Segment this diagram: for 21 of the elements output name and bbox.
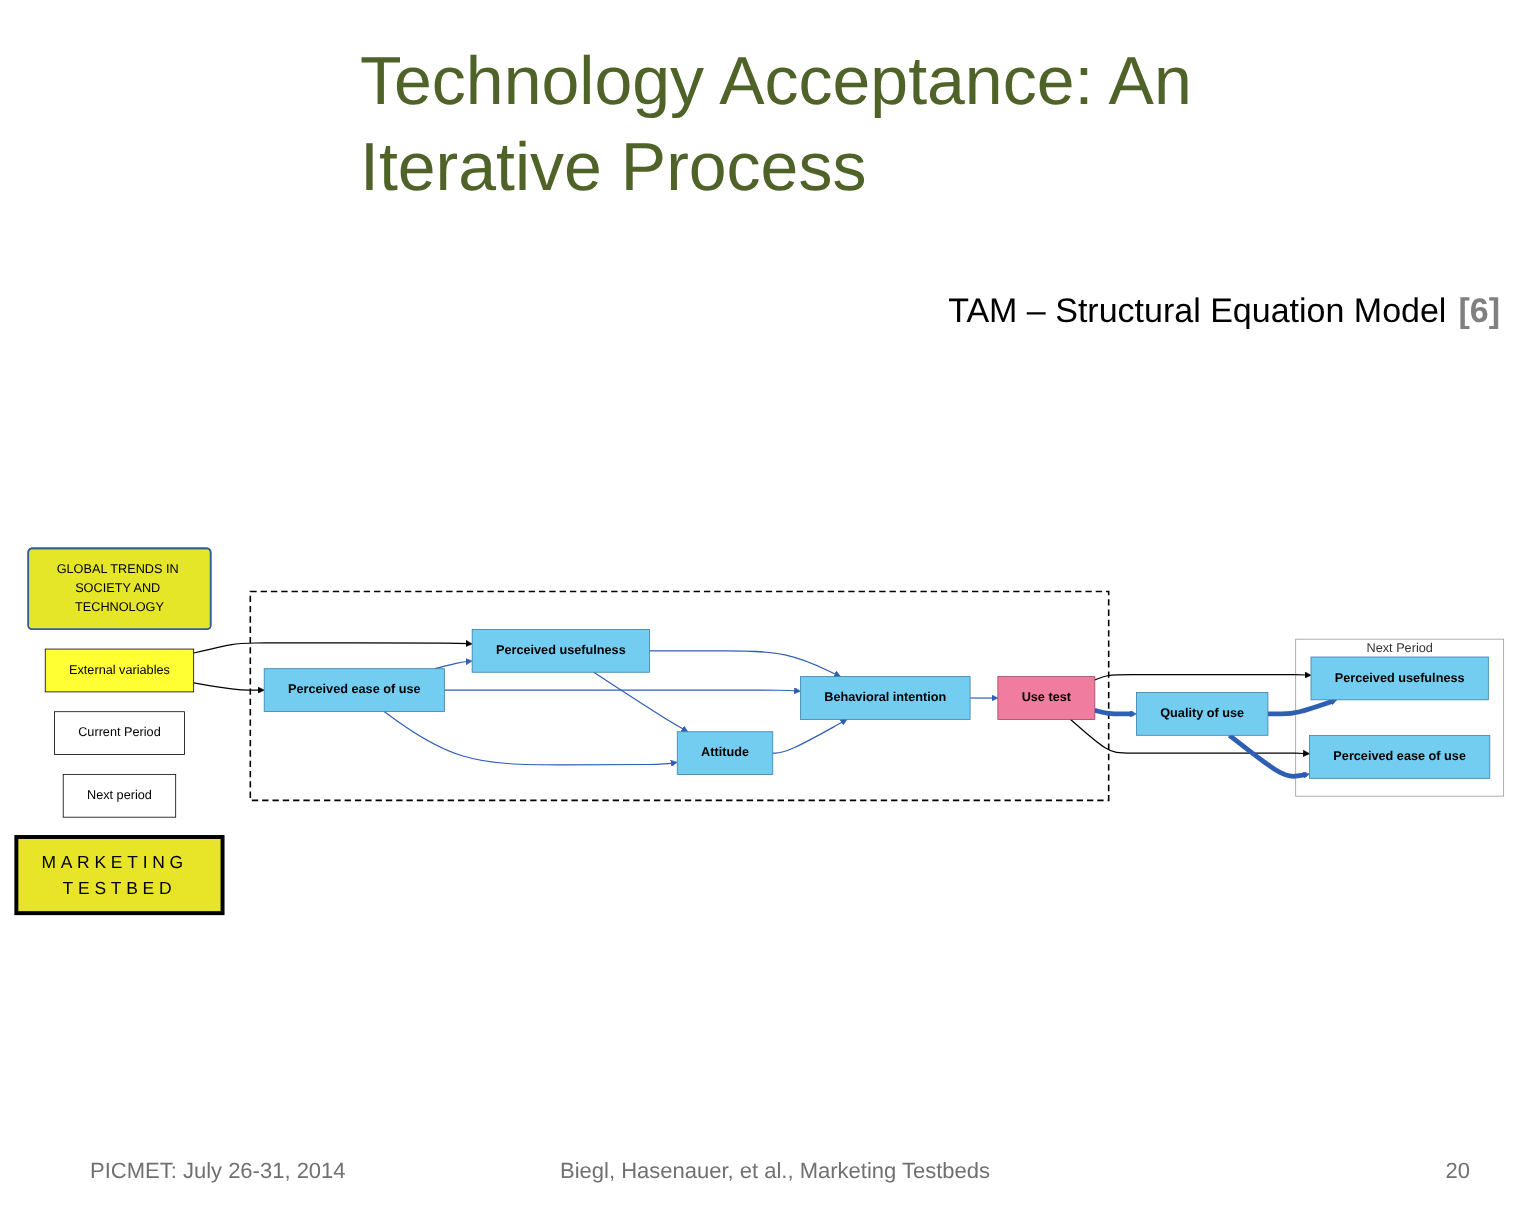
node-box: MARKETING TESTBED xyxy=(14,834,225,915)
arrow xyxy=(772,718,848,753)
arrow xyxy=(193,681,265,693)
arrow xyxy=(443,686,801,694)
cluster xyxy=(249,590,1110,801)
arrow xyxy=(593,670,689,732)
arrow xyxy=(1094,670,1312,680)
footer-text: Biegl, Hasenauer, et al., Marketing Testbeds xyxy=(560,1160,991,1184)
reference-number: [6] xyxy=(1458,292,1500,330)
arrow xyxy=(1227,732,1310,778)
slide-title: Technology Acceptance: An Iterative Process xyxy=(360,42,1194,209)
page-number: 20 xyxy=(1445,1160,1470,1184)
footer-text: PICMET: July 26-31, 2014 xyxy=(90,1160,346,1184)
arrow xyxy=(648,649,841,677)
arrow xyxy=(1069,718,1310,757)
arrow xyxy=(969,693,999,701)
arrow xyxy=(383,710,678,767)
arrow xyxy=(1267,697,1338,716)
model-caption: TAM – Structural Equation Model xyxy=(948,292,1447,330)
arrow xyxy=(193,639,473,653)
arrow xyxy=(1094,707,1137,717)
